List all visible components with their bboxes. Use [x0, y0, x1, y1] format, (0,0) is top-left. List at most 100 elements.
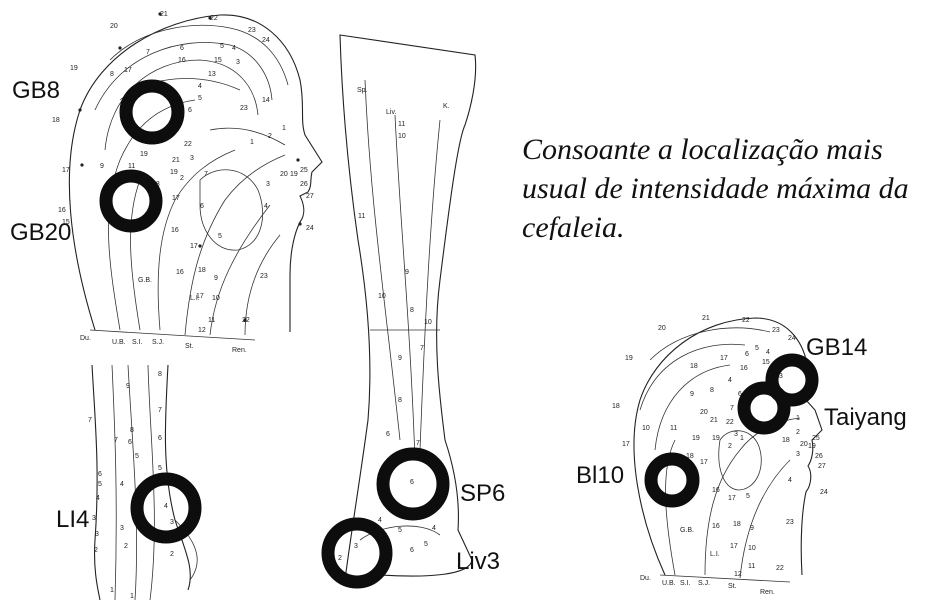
svg-text:Ren.: Ren.	[760, 589, 775, 596]
svg-text:23: 23	[260, 273, 268, 280]
liv3-ring	[328, 524, 386, 582]
svg-text:27: 27	[818, 463, 826, 470]
svg-text:S.J.: S.J.	[698, 580, 710, 587]
svg-text:7: 7	[730, 405, 734, 412]
svg-text:18: 18	[782, 437, 790, 444]
svg-text:15: 15	[762, 359, 770, 366]
label-sp6: SP6	[460, 482, 505, 506]
svg-text:U.B.: U.B.	[112, 339, 126, 346]
svg-text:L.I.: L.I.	[710, 551, 720, 558]
svg-text:Du.: Du.	[640, 575, 651, 582]
label-taiyang: Taiyang	[824, 406, 907, 430]
svg-text:10: 10	[212, 295, 220, 302]
svg-text:4: 4	[164, 503, 168, 510]
svg-text:Du.: Du.	[80, 335, 91, 342]
svg-text:22: 22	[776, 565, 784, 572]
svg-text:1: 1	[740, 435, 744, 442]
svg-text:23: 23	[240, 105, 248, 112]
gb14-ring	[772, 360, 812, 400]
svg-text:3: 3	[190, 155, 194, 162]
svg-text:14: 14	[262, 97, 270, 104]
svg-text:7: 7	[146, 49, 150, 56]
svg-text:19: 19	[140, 151, 148, 158]
svg-text:2: 2	[268, 133, 272, 140]
svg-text:4: 4	[232, 45, 236, 52]
svg-text:10: 10	[378, 293, 386, 300]
svg-text:11: 11	[398, 121, 405, 128]
svg-text:3: 3	[354, 543, 358, 550]
svg-text:17: 17	[622, 441, 630, 448]
svg-text:16: 16	[58, 207, 66, 214]
svg-text:4: 4	[432, 525, 436, 532]
svg-text:5: 5	[746, 493, 750, 500]
svg-text:4: 4	[378, 517, 382, 524]
svg-text:20: 20	[110, 23, 118, 30]
svg-text:22: 22	[726, 419, 734, 426]
label-gb8: GB8	[12, 79, 60, 103]
svg-text:22: 22	[742, 317, 750, 324]
svg-text:3: 3	[95, 531, 99, 538]
svg-text:18: 18	[52, 117, 60, 124]
svg-text:10: 10	[424, 319, 432, 326]
svg-text:1: 1	[110, 587, 114, 594]
svg-text:Sp.: Sp.	[357, 87, 368, 94]
svg-text:16: 16	[712, 523, 720, 530]
svg-text:7: 7	[420, 345, 424, 352]
svg-text:1: 1	[130, 593, 134, 600]
label-gb14: GB14	[806, 336, 867, 360]
svg-text:2: 2	[796, 429, 800, 436]
svg-text:Ren.: Ren.	[232, 347, 247, 354]
svg-text:10: 10	[642, 425, 650, 432]
caption-text: Consoante a localização mais usual de in…	[522, 130, 932, 240]
svg-text:2: 2	[180, 175, 184, 182]
svg-text:3: 3	[796, 451, 800, 458]
svg-text:8: 8	[410, 307, 414, 314]
svg-text:17: 17	[196, 293, 204, 300]
svg-text:9: 9	[214, 275, 218, 282]
svg-text:17: 17	[730, 543, 738, 550]
svg-text:24: 24	[820, 489, 828, 496]
gb20-ring	[106, 176, 156, 226]
svg-text:17: 17	[728, 495, 736, 502]
svg-text:2: 2	[124, 543, 128, 550]
svg-text:7: 7	[88, 417, 92, 424]
svg-text:U.B.: U.B.	[662, 580, 676, 587]
svg-text:6: 6	[745, 351, 749, 358]
svg-text:13: 13	[208, 71, 216, 78]
svg-text:6: 6	[386, 431, 390, 438]
svg-text:4: 4	[788, 477, 792, 484]
svg-text:8: 8	[710, 387, 714, 394]
svg-text:24: 24	[262, 37, 270, 44]
svg-text:3: 3	[120, 525, 124, 532]
svg-text:25: 25	[300, 167, 308, 174]
svg-text:16: 16	[740, 365, 748, 372]
label-gb20: GB20	[10, 221, 71, 245]
svg-text:11: 11	[358, 213, 365, 220]
svg-text:3: 3	[236, 59, 240, 66]
svg-text:27: 27	[306, 193, 314, 200]
svg-text:20: 20	[700, 409, 708, 416]
svg-text:9: 9	[750, 525, 754, 532]
svg-text:4: 4	[766, 349, 770, 356]
svg-text:6: 6	[98, 471, 102, 478]
svg-text:4: 4	[198, 83, 202, 90]
svg-text:22: 22	[184, 141, 192, 148]
svg-text:24: 24	[306, 225, 314, 232]
svg-text:Liv.: Liv.	[386, 109, 396, 116]
svg-text:5: 5	[98, 481, 102, 488]
svg-text:18: 18	[733, 521, 741, 528]
label-bl10: Bl10	[576, 464, 624, 488]
svg-text:4: 4	[96, 495, 100, 502]
svg-text:4: 4	[264, 203, 268, 210]
svg-text:5: 5	[398, 527, 402, 534]
gb8-ring	[126, 86, 178, 138]
svg-text:3: 3	[734, 431, 738, 438]
svg-text:17: 17	[190, 243, 198, 250]
svg-text:2: 2	[94, 547, 98, 554]
svg-text:6: 6	[410, 547, 414, 554]
svg-text:17: 17	[172, 195, 180, 202]
svg-text:5: 5	[424, 541, 428, 548]
svg-text:19: 19	[808, 443, 816, 450]
